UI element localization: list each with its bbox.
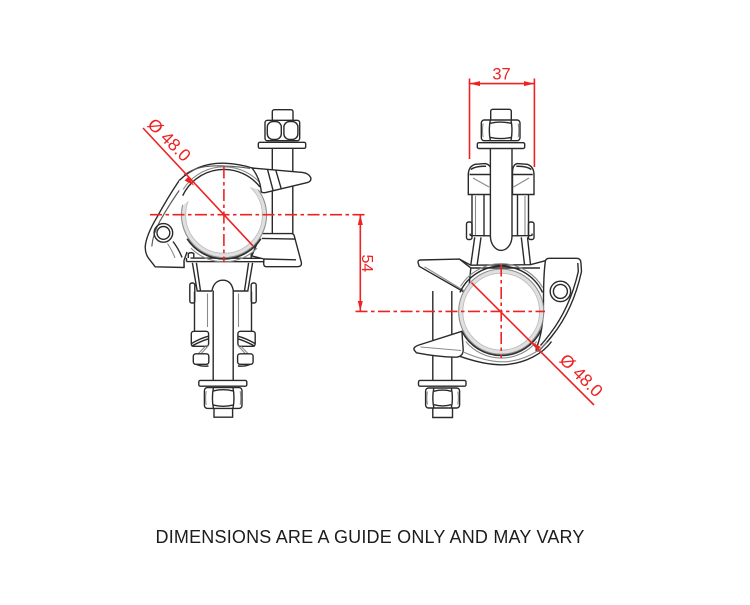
svg-text:37: 37 [492, 66, 510, 84]
svg-text:Ø 48.0: Ø 48.0 [144, 114, 195, 165]
svg-text:54: 54 [358, 255, 375, 273]
